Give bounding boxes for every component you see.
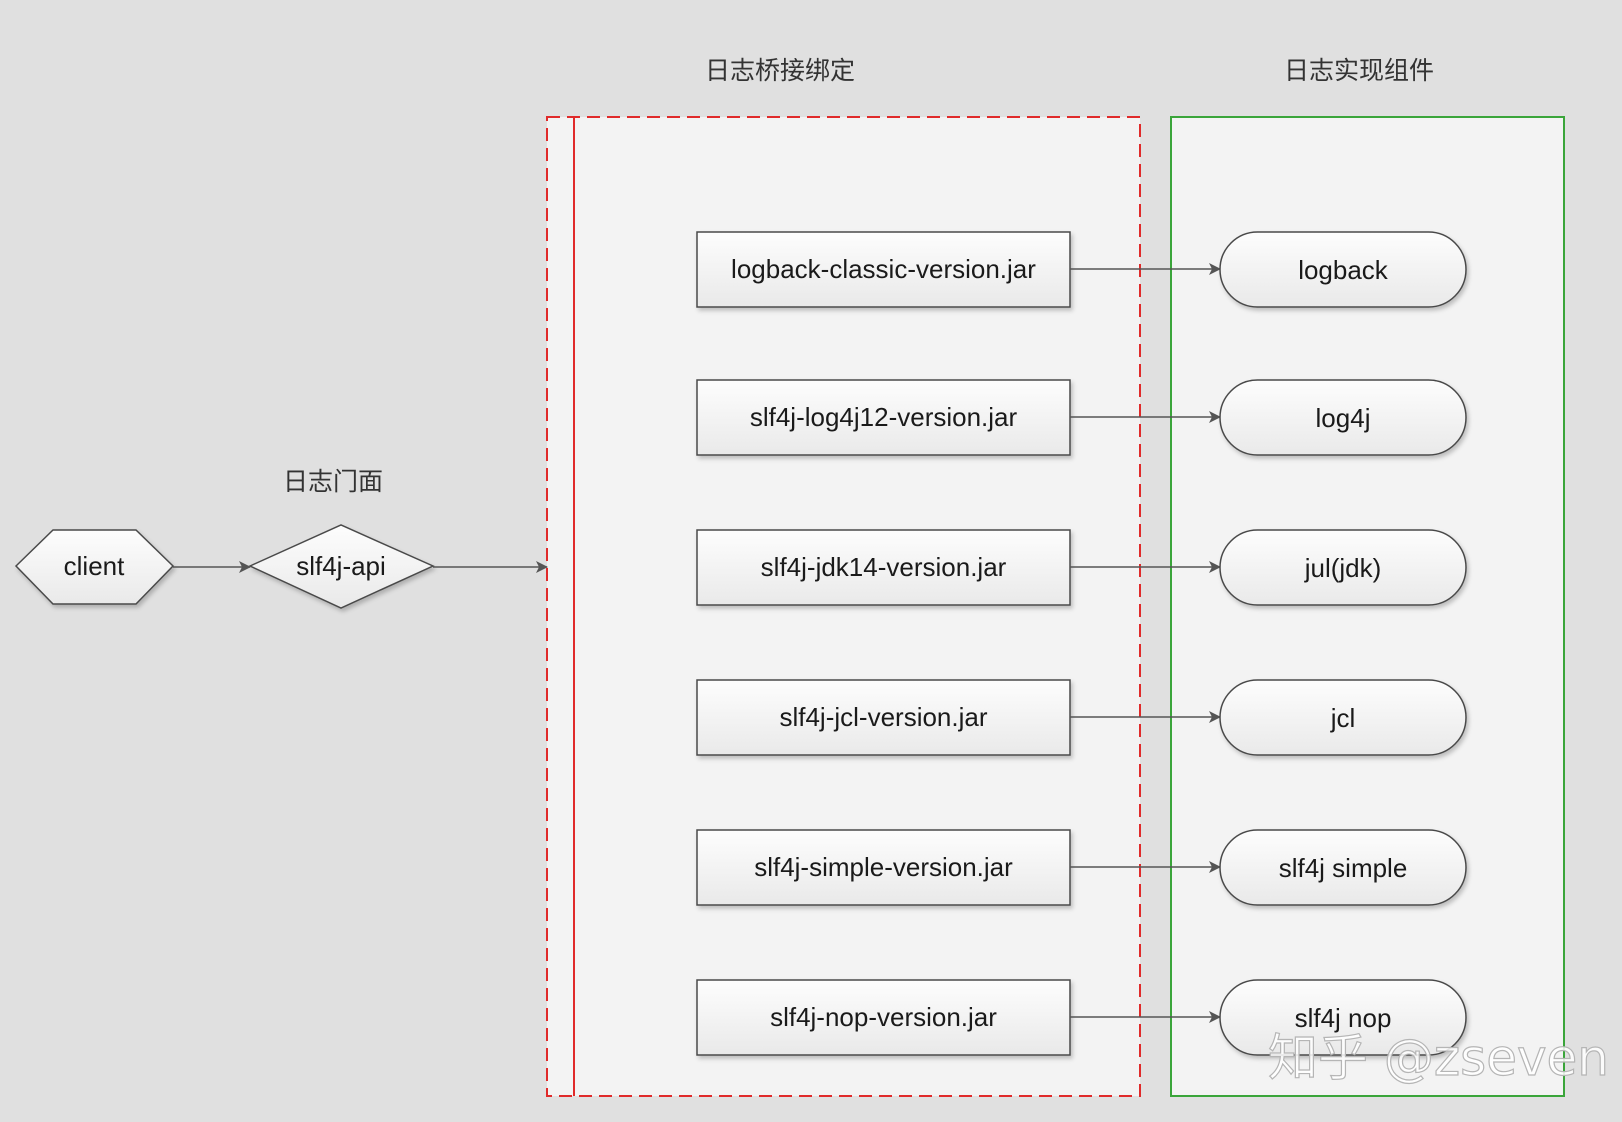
binding-jar-label: slf4j-jdk14-version.jar (761, 552, 1007, 582)
binding-jar-box-logback-classic[interactable] (696, 231, 1071, 308)
binding-row: slf4j-jcl-version.jar jcl (696, 679, 1467, 756)
impl-label: jcl (1330, 703, 1356, 733)
impl-label: slf4j nop (1295, 1003, 1392, 1033)
binding-jar-box-simple[interactable] (696, 829, 1071, 906)
impl-pill-jcl[interactable] (1219, 679, 1467, 756)
binding-row: logback-classic-version.jar logback (696, 231, 1467, 308)
facade-section-title: 日志门面 (283, 467, 383, 496)
impl-pill-logback[interactable] (1219, 231, 1467, 308)
client-label: client (64, 551, 125, 581)
impl-pill-log4j[interactable] (1219, 379, 1467, 456)
binding-jar-label: slf4j-nop-version.jar (770, 1002, 997, 1032)
impl-section-title: 日志实现组件 (1284, 56, 1434, 85)
binding-jar-label: logback-classic-version.jar (731, 254, 1036, 284)
slf4j-api-node[interactable]: slf4j-api (248, 524, 435, 609)
binding-row: slf4j-nop-version.jar slf4j nop (696, 979, 1467, 1056)
slf4j-api-label: slf4j-api (296, 551, 386, 581)
binding-row: slf4j-log4j12-version.jar log4j (696, 379, 1467, 456)
binding-row: slf4j-simple-version.jar slf4j simple (696, 829, 1467, 906)
impl-label: slf4j simple (1279, 853, 1408, 883)
impl-pill-slf4j-simple[interactable] (1219, 829, 1467, 906)
binding-jar-box-nop[interactable] (696, 979, 1071, 1056)
binding-section-title: 日志桥接绑定 (705, 56, 855, 85)
impl-pill-jul[interactable] (1219, 529, 1467, 606)
binding-jar-box-jdk14[interactable] (696, 529, 1071, 606)
impl-pill-slf4j-nop[interactable] (1219, 979, 1467, 1056)
impl-label: log4j (1316, 403, 1371, 433)
binding-jar-label: slf4j-simple-version.jar (754, 852, 1013, 882)
impl-label: jul(jdk) (1304, 553, 1382, 583)
watermark: 知乎 @zseven (1268, 1029, 1609, 1087)
impl-label: logback (1298, 255, 1389, 285)
binding-row: slf4j-jdk14-version.jar jul(jdk) (696, 529, 1467, 606)
binding-jar-label: slf4j-jcl-version.jar (779, 702, 987, 732)
binding-jar-box-jcl[interactable] (696, 679, 1071, 756)
binding-jar-label: slf4j-log4j12-version.jar (750, 402, 1018, 432)
client-node[interactable]: client (14, 529, 175, 605)
